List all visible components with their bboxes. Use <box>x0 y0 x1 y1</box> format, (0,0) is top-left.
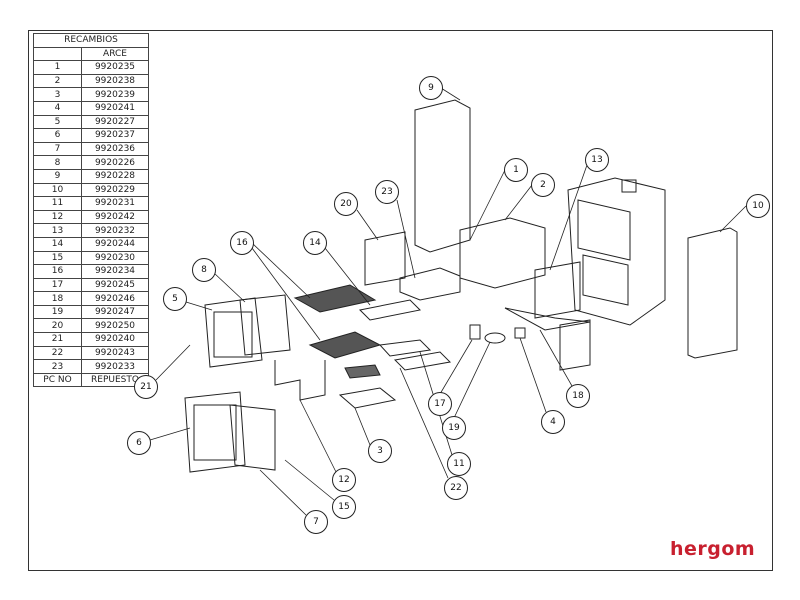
part-bracket <box>469 324 481 340</box>
callout-18: 18 <box>566 384 590 408</box>
callout-19: 19 <box>442 416 466 440</box>
part-stove-body <box>567 177 666 326</box>
part-flue-collar <box>621 179 637 193</box>
callout-12: 12 <box>332 468 356 492</box>
hergom-logo: hergom <box>670 538 756 560</box>
callout-11: 11 <box>447 452 471 476</box>
part-side-brick <box>534 261 581 319</box>
callout-22: 22 <box>444 476 468 500</box>
callout-6: 6 <box>127 431 151 455</box>
part-deflector <box>393 351 452 371</box>
callout-17: 17 <box>428 392 452 416</box>
drawing-frame <box>28 30 773 571</box>
callout-14: 14 <box>303 231 327 255</box>
callout-21: 21 <box>134 375 158 399</box>
callout-4: 4 <box>541 410 565 434</box>
part-brick-right <box>559 319 591 371</box>
part-grate-top <box>293 284 377 313</box>
part-grate-bottom <box>308 331 382 359</box>
part-door-frame <box>204 297 263 368</box>
footer-pc: PC NO <box>33 372 82 388</box>
callout-13: 13 <box>585 148 609 172</box>
callout-10: 10 <box>746 194 770 218</box>
part-plate <box>358 299 422 321</box>
part-reference: 9920242 <box>81 209 149 225</box>
callout-1: 1 <box>504 158 528 182</box>
part-firebox <box>459 217 546 289</box>
callout-9: 9 <box>419 76 443 100</box>
callout-8: 8 <box>192 258 216 282</box>
part-door-panel <box>229 404 276 471</box>
part-knob <box>484 332 506 344</box>
part-ash-tray <box>399 267 461 301</box>
callout-3: 3 <box>368 439 392 463</box>
callout-23: 23 <box>375 180 399 204</box>
part-gasket <box>274 360 326 401</box>
callout-20: 20 <box>334 192 358 216</box>
part-ashpan <box>338 387 397 409</box>
callout-5: 5 <box>163 287 187 311</box>
callout-2: 2 <box>531 173 555 197</box>
callout-7: 7 <box>304 510 328 534</box>
part-door <box>184 391 246 473</box>
callout-16: 16 <box>230 231 254 255</box>
callout-15: 15 <box>332 495 356 519</box>
part-glass <box>239 294 291 356</box>
part-brick-left <box>364 231 406 286</box>
part-side-panel <box>687 227 738 359</box>
